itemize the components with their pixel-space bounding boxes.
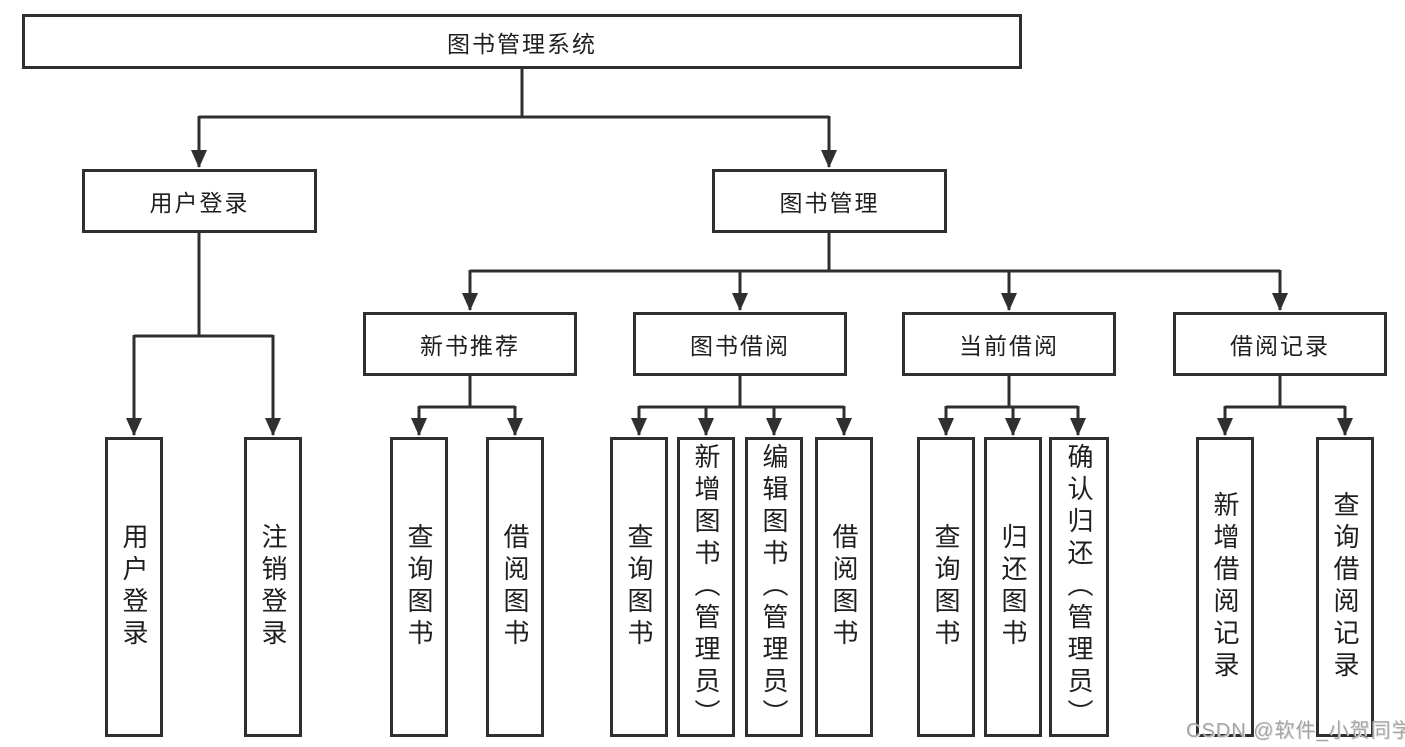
node-book-borrow: 图书借阅 [633, 312, 847, 376]
csdn-watermark: CSDN @软件_小贺同学 [1186, 720, 1405, 742]
node-leaf-query-books-3: 查询图书 [917, 437, 975, 737]
node-user-login: 用户登录 [82, 169, 317, 233]
node-leaf-borrow-books-2: 借阅图书 [815, 437, 873, 737]
node-leaf-user-login: 用户登录 [105, 437, 163, 737]
node-leaf-query-books-2: 查询图书 [610, 437, 668, 737]
node-current-borrow: 当前借阅 [902, 312, 1116, 376]
node-borrow-records: 借阅记录 [1173, 312, 1387, 376]
node-library-management-system: 图书管理系统 [22, 14, 1022, 69]
node-leaf-borrow-books-1: 借阅图书 [486, 437, 544, 737]
node-book-management: 图书管理 [712, 169, 947, 233]
node-leaf-query-books-1: 查询图书 [390, 437, 448, 737]
node-leaf-query-borrow-record: 查询借阅记录 [1316, 437, 1374, 737]
node-leaf-return-book: 归还图书 [984, 437, 1042, 737]
node-leaf-add-book-admin: 新增图书（管理员） [677, 437, 735, 737]
node-leaf-logout: 注销登录 [244, 437, 302, 737]
node-leaf-confirm-return-admin: 确认归还（管理员） [1049, 437, 1109, 737]
node-new-book-recommend: 新书推荐 [363, 312, 577, 376]
node-leaf-edit-book-admin: 编辑图书（管理员） [745, 437, 803, 737]
node-leaf-add-borrow-record: 新增借阅记录 [1196, 437, 1254, 737]
